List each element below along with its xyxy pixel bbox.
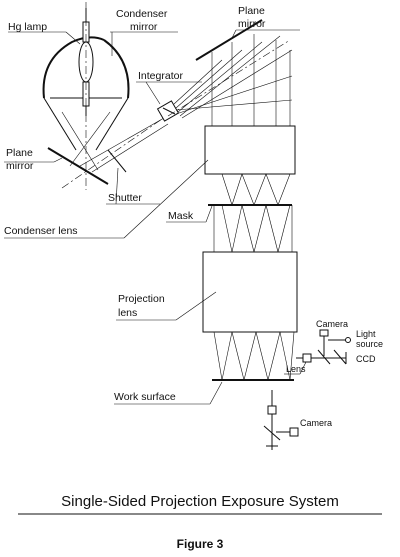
shutter	[107, 149, 127, 173]
leader-lines	[4, 29, 307, 405]
integrator	[156, 100, 180, 122]
alignment-lens-element	[302, 353, 312, 363]
rays-to-top-mirror	[167, 35, 293, 119]
label-light-source-2: source	[356, 339, 383, 349]
label-ccd: CCD	[356, 354, 376, 364]
light-source-bulb	[345, 337, 351, 343]
label-projection-lens-2: lens	[118, 307, 137, 319]
figure-caption: Figure 3	[177, 537, 224, 551]
label-plane-mirror-top-2: mirror	[238, 18, 266, 30]
rays-to-work-surface	[213, 331, 295, 381]
label-camera-bottom: Camera	[300, 418, 332, 428]
label-projection-lens-1: Projection	[118, 293, 165, 305]
label-integrator: Integrator	[138, 70, 183, 82]
camera-top-body	[319, 329, 329, 337]
rays-to-projection-lens	[213, 204, 293, 253]
label-condenser-mirror-2: mirror	[130, 21, 158, 33]
label-plane-mirror-left-1: Plane	[6, 147, 33, 159]
diagram-title: Single-Sided Projection Exposure System	[61, 493, 339, 510]
rays-to-integrator	[61, 109, 176, 189]
plane-mirror-top	[195, 19, 263, 61]
label-condenser-mirror-1: Condenser	[116, 8, 168, 20]
bottom-camera-optics	[263, 390, 299, 450]
rays-to-mask	[221, 173, 291, 206]
lamp-rays	[61, 111, 111, 171]
camera-bottom-body	[289, 427, 299, 437]
plane-mirror-left	[47, 147, 109, 185]
top-alignment-optics	[296, 329, 351, 365]
projection-lens	[202, 251, 298, 333]
label-shutter: Shutter	[108, 192, 142, 204]
label-light-source-1: Light	[356, 329, 376, 339]
label-plane-mirror-left-2: mirror	[6, 160, 34, 172]
condenser-lens	[204, 125, 296, 175]
label-work-surface: Work surface	[114, 391, 176, 403]
label-plane-mirror-top-1: Plane	[238, 5, 265, 17]
label-camera-top: Camera	[316, 319, 348, 329]
rays-to-condenser-lens	[211, 34, 291, 126]
label-condenser-lens: Condenser lens	[4, 225, 78, 237]
label-mask: Mask	[168, 210, 194, 222]
label-lens: Lens	[286, 364, 306, 374]
label-hg-lamp: Hg lamp	[8, 21, 47, 33]
